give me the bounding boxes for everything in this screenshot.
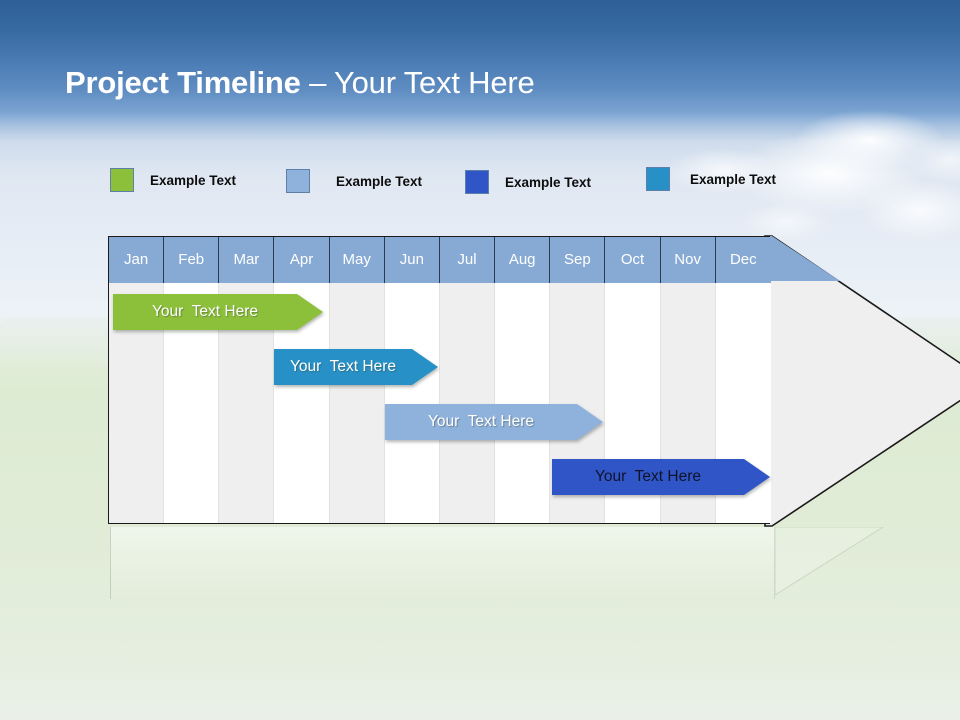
timeline-column: [384, 283, 440, 523]
title-strong: Project Timeline: [65, 65, 301, 100]
timeline-bar[interactable]: Your Text Here: [385, 404, 603, 440]
timeline-chart: Jan Feb Mar Apr May Jun Jul Aug Sep Oct …: [108, 235, 960, 527]
timeline-bar[interactable]: Your Text Here: [274, 349, 438, 385]
legend-item-label: Example Text: [505, 174, 592, 190]
timeline-bar-label: Your Text Here: [290, 358, 396, 375]
month-header-cell[interactable]: Dec: [715, 237, 771, 283]
legend-item[interactable]: Example Text: [286, 169, 422, 193]
timeline-bar-shape: [552, 459, 770, 495]
timeline-bar[interactable]: Your Text Here: [113, 294, 323, 330]
month-header-cell[interactable]: Nov: [660, 237, 716, 283]
month-header-cell[interactable]: Jul: [439, 237, 496, 283]
month-header-cell[interactable]: Jun: [384, 237, 440, 283]
timeline-column: [439, 283, 496, 523]
page-title: Project Timeline – Your Text Here: [65, 60, 865, 106]
timeline-bar-label: Your Text Here: [152, 303, 258, 320]
timeline-bar[interactable]: Your Text Here: [552, 459, 770, 495]
month-header-cell[interactable]: Aug: [495, 237, 551, 283]
timeline-bar-shape: [113, 294, 323, 330]
timeline-bar-shape: [385, 404, 603, 440]
legend-item[interactable]: Example Text: [646, 167, 776, 191]
title-separator: –: [300, 65, 335, 100]
month-header-cell[interactable]: May: [329, 237, 385, 283]
timeline-column: [329, 283, 385, 523]
legend-item-label: Example Text: [336, 173, 423, 189]
timeline-bar-label: Your Text Here: [428, 413, 534, 430]
timeline-bar-label: Your Text Here: [595, 468, 701, 485]
month-header-cell[interactable]: Feb: [164, 237, 220, 283]
legend-item-label: Example Text: [150, 172, 237, 188]
month-header-cell[interactable]: Sep: [550, 237, 606, 283]
legend-item[interactable]: Example Text: [110, 168, 236, 192]
month-header-cell[interactable]: Apr: [274, 237, 330, 283]
timeline-column: [495, 283, 551, 523]
legend-swatch-icon: [110, 168, 134, 192]
legend-swatch-icon: [646, 167, 670, 191]
month-header-row: Jan Feb Mar Apr May Jun Jul Aug Sep Oct …: [109, 237, 771, 283]
legend-item[interactable]: Example Text: [465, 170, 591, 194]
legend-swatch-icon: [465, 170, 489, 194]
title-light: Your Text Here: [334, 65, 535, 100]
legend-swatch-icon: [286, 169, 310, 193]
timeline-bar-shape: [274, 349, 438, 385]
timeline-arrowhead: [764, 235, 960, 527]
month-header-cell[interactable]: Jan: [109, 237, 165, 283]
legend-item-label: Example Text: [690, 171, 777, 187]
month-header-cell[interactable]: Oct: [605, 237, 661, 283]
month-header-cell[interactable]: Mar: [219, 237, 275, 283]
